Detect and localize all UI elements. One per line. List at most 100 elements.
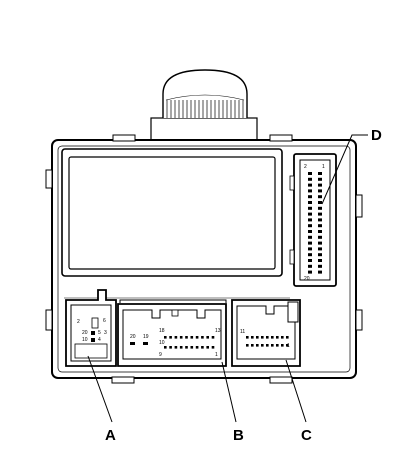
connector-b-pin: [206, 346, 209, 349]
connector-c-pin: [281, 344, 284, 347]
connector-d-pin: [318, 172, 322, 175]
connector-d-pin: [318, 253, 322, 257]
connector-d-pin: [318, 195, 322, 199]
connector-d-pin: [318, 259, 322, 262]
connector-b-pin: [201, 346, 204, 349]
connector-c-pin: [246, 336, 249, 339]
connector-b-pin: [174, 346, 178, 349]
callout-label-c: C: [301, 427, 312, 444]
connector-b-pin: [190, 336, 194, 339]
connector-a-pin-20: 20: [82, 330, 88, 336]
leader-d: [321, 134, 368, 205]
connector-d-pin: [318, 235, 322, 239]
connector-b-pin: [206, 336, 209, 339]
leader-lines: [87, 134, 368, 423]
connector-b-pin: [211, 336, 215, 339]
connector-c-pin: [251, 344, 254, 347]
connector-b-pin-13: 13: [215, 328, 221, 334]
connector-b-pin-19: 19: [143, 334, 149, 340]
leader-c: [285, 359, 307, 423]
connector-b-pin: [174, 336, 178, 339]
connector-b-pin: [190, 346, 194, 349]
connector-b-pin: [185, 336, 188, 339]
connector-d-pin: [308, 201, 312, 204]
connector-d-pin: [308, 189, 312, 193]
connector-b-pin: [143, 342, 148, 345]
connector-d-pin: [318, 183, 322, 187]
connector-a-pin-6: 6: [103, 318, 106, 324]
connector-c-pin: [266, 336, 269, 339]
connector-a-pin-10: 10: [82, 337, 88, 343]
connector-d-pin: [308, 177, 312, 181]
connector-c-pin: [256, 344, 259, 347]
connector-d-pin: [308, 195, 312, 199]
connector-c-pin: [286, 344, 289, 347]
connector-b-pin: [130, 342, 135, 345]
connector-d-pin: [318, 230, 322, 233]
connector-d-pin: [308, 235, 312, 239]
callout-label-a: A: [105, 427, 116, 444]
connector-d-pin: [308, 253, 312, 257]
connector-c: 11 1: [231, 299, 301, 367]
connector-b-pin: [179, 336, 183, 339]
leader-a: [87, 355, 113, 423]
connector-c-pin: [271, 344, 274, 347]
connector-a-pin-5: 5: [98, 330, 101, 336]
connector-d-pin-1: 1: [322, 164, 325, 170]
connector-b-pin-18: 18: [159, 328, 165, 334]
connector-b-pin: [164, 336, 167, 339]
connector-d-pin: [308, 206, 312, 210]
connector-c-pin: [276, 344, 279, 347]
connector-c-pin: [266, 344, 269, 347]
connector-b-pin: [195, 346, 199, 349]
callout-label-d: D: [371, 127, 382, 144]
connector-b-pin: [185, 346, 188, 349]
connector-d: 1 2 20: [289, 153, 337, 287]
connector-d-pin: [318, 189, 322, 193]
connector-d-pin: [308, 247, 312, 251]
connector-a-pin-4: 4: [98, 337, 101, 343]
connector-d-pin: [308, 230, 312, 233]
connector-b-pin-1: 1: [215, 352, 218, 358]
connector-c-pin: [261, 344, 264, 347]
connector-d-pin: [308, 183, 312, 187]
connector-d-pin: [318, 212, 322, 216]
connector-b-pin: [164, 346, 167, 349]
connector-a: 2 6 20 5 10 4 3: [65, 289, 117, 367]
connector-c-pin: [246, 344, 249, 347]
connector-d-pin: [318, 247, 322, 251]
connector-d-pin: [318, 201, 322, 204]
connector-d-pin: [318, 218, 322, 222]
connector-d-pin: [318, 177, 322, 181]
connector-c-pin: [276, 336, 279, 339]
connector-c-pin: [271, 336, 274, 339]
connector-b-pin: [169, 346, 172, 349]
connector-b-pin: [179, 346, 183, 349]
connector-b-pin: [201, 336, 204, 339]
connector-d-pin: [318, 270, 322, 274]
callout-label-b: B: [233, 427, 244, 444]
connector-b-pin-10: 10: [159, 340, 165, 346]
connector-d-pin: [318, 206, 322, 210]
connector-d-pin: [308, 218, 312, 222]
connector-d-pin: [308, 212, 312, 216]
leader-b: [221, 361, 237, 423]
connector-c-pin: [286, 336, 289, 339]
display-window: [61, 148, 283, 277]
connector-c-pin: [256, 336, 259, 339]
connector-a-pin-3: 3: [104, 330, 107, 336]
connector-b: 20 19 18 13 10 9 1: [117, 299, 227, 367]
knurled-knob: [150, 69, 258, 141]
connector-d-pin: [318, 241, 322, 245]
connector-d-pin: [308, 259, 312, 262]
connector-d-pin: [308, 172, 312, 175]
connector-d-pin: [318, 224, 322, 228]
connector-c-pin-11: 11: [240, 329, 245, 335]
connector-c-pin: [261, 336, 264, 339]
connector-c-pin: [281, 336, 284, 339]
connector-d-pin: [308, 264, 312, 268]
connector-c-pin: [251, 336, 254, 339]
connector-b-pin-20: 20: [130, 334, 136, 340]
connector-b-pin-9: 9: [159, 352, 162, 358]
